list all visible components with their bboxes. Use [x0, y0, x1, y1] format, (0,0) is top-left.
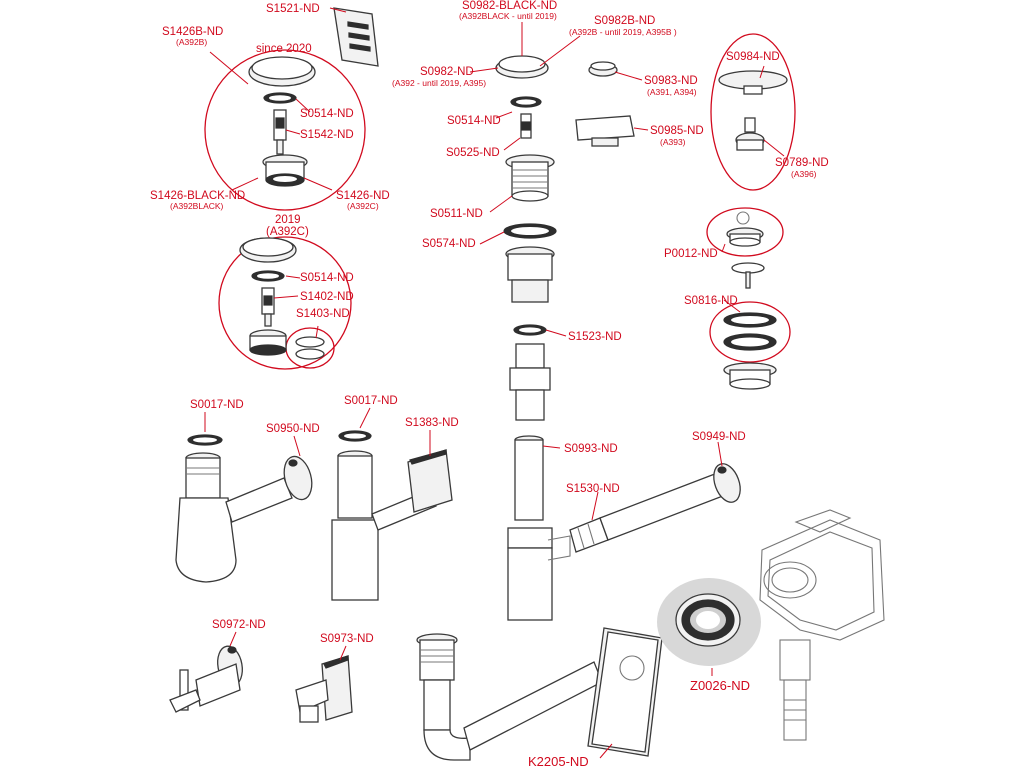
z0026-gasket	[657, 578, 761, 666]
label-s0514-a: S0514-ND	[300, 108, 354, 120]
s0514-oring-b	[251, 270, 285, 282]
label-since-2020: since 2020	[256, 43, 312, 55]
label-s0985: S0985-ND	[650, 125, 704, 137]
plug-cap-2019	[239, 237, 297, 263]
s1523-washer	[513, 324, 547, 336]
label-p0012: P0012-ND	[664, 248, 718, 260]
s0982-plug-cap	[495, 55, 549, 79]
label-s0983-sub: (A391, A394)	[647, 87, 697, 97]
label-s0514-b: S0514-ND	[300, 272, 354, 284]
s0984-cap	[718, 70, 788, 95]
s0789-spindle	[735, 117, 765, 151]
s0525-spindle	[520, 113, 532, 139]
s0950-wall-flange	[283, 455, 313, 501]
label-s0017-a: S0017-ND	[190, 399, 244, 411]
s0973-square-valve	[295, 655, 353, 723]
square-trap	[331, 450, 437, 601]
group-circle-s0816	[709, 301, 791, 363]
label-s0949: S0949-ND	[692, 431, 746, 443]
label-s0525: S0525-ND	[446, 147, 500, 159]
group-circle-2019	[218, 236, 352, 370]
s1521-comb-part	[333, 7, 379, 67]
label-s1521: S1521-ND	[266, 3, 320, 15]
s1383-square-flange	[407, 449, 453, 513]
s1403-rings	[295, 336, 325, 360]
label-s0993: S0993-ND	[564, 443, 618, 455]
s1426-body	[262, 154, 308, 187]
group-circle-s1403	[285, 327, 335, 369]
s0993-tube	[514, 435, 544, 521]
s0983-small-cap	[588, 61, 618, 77]
label-s0982-black-sub: (A392BLACK - until 2019)	[459, 11, 557, 21]
washbasin-siphon-bottom	[416, 633, 603, 761]
label-s1426: S1426-ND	[336, 190, 390, 202]
k2205-panel	[587, 627, 663, 757]
label-s0973: S0973-ND	[320, 633, 374, 645]
label-s1426b-sub: (A392B)	[176, 37, 207, 47]
label-s0984: S0984-ND	[726, 51, 780, 63]
label-s1542: S1542-ND	[300, 129, 354, 141]
label-s0982-black: S0982-BLACK-ND	[462, 0, 557, 12]
s0985-square-cap	[575, 115, 635, 147]
label-s0511: S0511-ND	[430, 208, 483, 220]
drain-nut-lower	[505, 246, 555, 303]
s0017-oring-a	[187, 434, 223, 446]
label-s0017-b: S0017-ND	[344, 395, 398, 407]
label-s1426-sub: (A392C)	[347, 201, 379, 211]
p0012-plug-chain	[726, 211, 764, 247]
label-2019-sub: (A392C)	[266, 226, 309, 238]
label-s0982b: S0982B-ND	[594, 15, 655, 27]
label-s0574: S0574-ND	[422, 238, 476, 250]
label-s1523: S1523-ND	[568, 331, 622, 343]
label-s0982b-sub: (A392B - until 2019, A395B )	[569, 27, 677, 37]
label-s0950: S0950-ND	[266, 423, 320, 435]
group-circle-p0012	[706, 207, 784, 257]
label-z0026: Z0026-ND	[690, 678, 750, 693]
s0949-wall-pipe	[599, 463, 741, 541]
bottle-trap-left	[175, 452, 293, 583]
s0972-angle-valve	[169, 645, 243, 713]
label-k2205: K2205-ND	[528, 754, 589, 768]
plug-cap-since-2020	[248, 56, 316, 87]
label-s0514-c: S0514-ND	[447, 115, 501, 127]
s1542-spindle	[273, 109, 287, 155]
s0017-oring-b	[338, 430, 372, 442]
s0574-gasket	[503, 223, 557, 239]
leader-lines	[204, 7, 785, 759]
s0514-oring-a	[263, 92, 297, 104]
label-s1426-black-sub: (A392BLACK)	[170, 201, 224, 211]
label-s1403: S1403-ND	[296, 308, 350, 320]
label-s1426-black: S1426-BLACK-ND	[150, 190, 245, 202]
s0514-oring-c	[510, 96, 542, 108]
part-labels: S1521-ND S1426B-ND (A392B) since 2020 S0…	[150, 0, 829, 769]
group-circle-s0984	[710, 33, 796, 191]
label-s0985-sub: (A393)	[660, 137, 686, 147]
label-s0816: S0816-ND	[684, 295, 738, 307]
label-s0982-sub: (A392 - until 2019, A395)	[392, 78, 486, 88]
group-circle-since-2020	[204, 49, 366, 211]
s1402-body	[249, 329, 287, 356]
label-2019: 2019	[275, 214, 301, 226]
label-s1383: S1383-ND	[405, 417, 459, 429]
label-s0972: S0972-ND	[212, 619, 266, 631]
label-s1530: S1530-ND	[566, 483, 620, 495]
label-s1426b: S1426B-ND	[162, 26, 223, 38]
concealed-siphon-ghost	[759, 509, 885, 741]
label-s0982: S0982-ND	[420, 66, 474, 78]
s1402-spindle	[261, 287, 275, 327]
label-s0983: S0983-ND	[644, 75, 698, 87]
bottle-trap-center	[507, 527, 571, 621]
label-s0789: S0789-ND	[775, 157, 829, 169]
s0511-drain-body	[505, 154, 555, 202]
label-s1402: S1402-ND	[300, 291, 354, 303]
label-s0789-sub: (A396)	[791, 169, 817, 179]
s0816-strainer-stack	[723, 262, 777, 390]
telescopic-tube-stack	[509, 343, 551, 421]
